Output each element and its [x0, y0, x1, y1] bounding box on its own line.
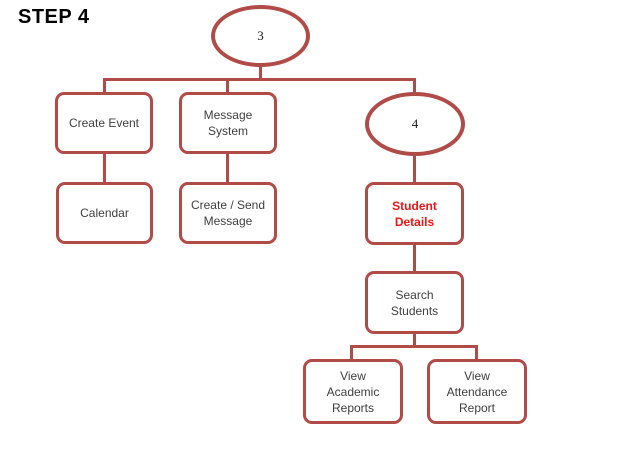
node-view-academic-reports: View Academic Reports [303, 359, 403, 424]
node-create-event: Create Event [55, 92, 153, 154]
node-view-attendance-label-line3: Report [458, 400, 496, 415]
connector-root-stub [259, 64, 262, 80]
connector-bottom-horizontal [350, 345, 478, 348]
node-create-event-label: Create Event [68, 116, 140, 130]
node-search-students: Search Students [365, 271, 464, 334]
node-message-system: Message System [179, 92, 277, 154]
node-calendar-label: Calendar [80, 206, 129, 220]
node-student-details-label-line2: Details [394, 214, 435, 229]
node-ellipse-3: 3 [211, 5, 310, 67]
node-create-send-message: Create / Send Message [179, 182, 277, 244]
node-view-academic-label-line1: View [340, 368, 366, 383]
connector-main-horizontal [103, 78, 416, 81]
node-view-academic-label-line2: Academic [326, 384, 380, 399]
node-create-send-label-line1: Create / Send [190, 198, 266, 212]
node-view-academic-label-line3: Reports [331, 400, 375, 415]
connector-drop-message-system [226, 78, 229, 94]
node-message-system-label-line2: System [207, 124, 248, 138]
node-view-attendance-label-line1: View [464, 368, 490, 383]
connector-drop-view-attendance [475, 345, 478, 361]
node-ellipse-4-label: 4 [411, 116, 419, 131]
connector-message-system-create-send [226, 152, 229, 184]
node-message-system-label-line1: Message [203, 108, 253, 122]
connector-node4-student-details [413, 153, 416, 184]
connector-drop-node4 [413, 78, 416, 94]
node-calendar: Calendar [56, 182, 153, 244]
connector-student-details-search [413, 243, 416, 273]
node-ellipse-3-label: 3 [257, 28, 264, 43]
node-view-attendance-report: View Attendance Report [427, 359, 527, 424]
node-view-attendance-label-line2: Attendance [446, 384, 508, 399]
node-search-students-label-line1: Search [395, 287, 434, 302]
connector-search-stub [413, 332, 416, 348]
connector-create-event-calendar [103, 152, 106, 184]
node-ellipse-4: 4 [365, 92, 465, 156]
connector-drop-create-event [103, 78, 106, 94]
node-create-send-label-line2: Message [203, 214, 253, 228]
node-student-details: Student Details [365, 182, 464, 245]
node-search-students-label-line2: Students [390, 303, 439, 318]
page-title: STEP 4 [18, 6, 90, 28]
connector-drop-view-academic [350, 345, 353, 361]
node-student-details-label-line1: Student [392, 198, 437, 213]
